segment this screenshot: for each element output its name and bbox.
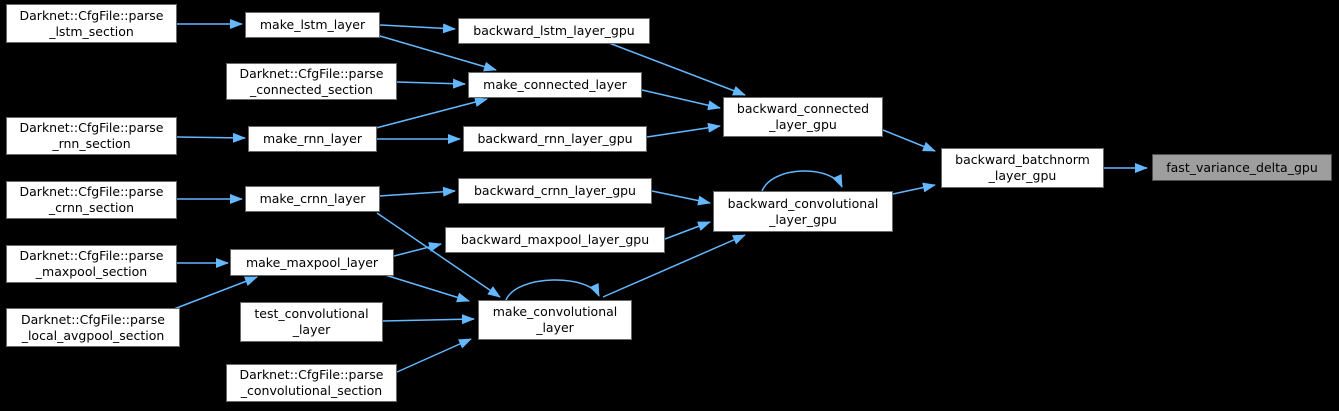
node-label-line: test_convolutional	[254, 306, 369, 321]
edge-backward-convolutional-layer-gpu--backward-batchnorm-layer-gpu	[892, 182, 936, 195]
node-label-line: backward_maxpool_layer_gpu	[460, 232, 650, 247]
node-label-line: Darknet::CfgFile::parse	[19, 248, 164, 263]
node-label-line: make_rnn_layer	[263, 131, 362, 146]
edge-parse-convolutional-section--make-convolutional-layer	[396, 338, 472, 373]
node-backward-lstm-layer-gpu[interactable]: backward_lstm_layer_gpu	[458, 18, 650, 44]
node-make-connected-layer[interactable]: make_connected_layer	[468, 72, 642, 98]
node-make-rnn-layer[interactable]: make_rnn_layer	[248, 126, 377, 152]
node-make-lstm-layer[interactable]: make_lstm_layer	[245, 12, 380, 38]
node-label-line: make_lstm_layer	[259, 17, 366, 32]
node-label-line: Darknet::CfgFile::parse	[19, 7, 164, 23]
node-label-line: Darknet::CfgFile::parse	[19, 184, 164, 199]
edge-parse-local-avgpool-section--make-maxpool-layer	[173, 276, 258, 310]
node-label-line: _connected_section	[250, 81, 373, 97]
edge-parse-connected-section--make-connected-layer	[396, 78, 466, 89]
node-label-line: _layer	[536, 320, 574, 335]
node-label-line: _lstm_section	[49, 23, 134, 39]
node-make-crnn-layer[interactable]: make_crnn_layer	[245, 186, 380, 212]
node-label-line: backward_lstm_layer_gpu	[473, 23, 635, 38]
edge-make-rnn-layer--make-connected-layer	[375, 97, 488, 129]
node-parse-crnn-section[interactable]: Darknet::CfgFile::parse_crnn_section	[6, 181, 177, 219]
node-label-line: fast_variance_delta_gpu	[1166, 159, 1318, 175]
edge-backward-maxpool-layer-gpu--backward-convolutional-layer-gpu	[664, 221, 711, 240]
node-make-convolutional-layer[interactable]: make_convolutional_layer	[478, 300, 632, 340]
node-label-line: make_connected_layer	[483, 77, 627, 92]
edge-backward-convolutional-layer-gpu--backward-convolutional-layer-gpu	[761, 170, 843, 192]
node-test-convolutional-layer[interactable]: test_convolutional_layer	[240, 302, 383, 342]
edge-backward-rnn-layer-gpu--backward-connected-layer-gpu	[646, 122, 721, 138]
node-label-line: _local_avgpool_section	[21, 327, 165, 343]
edge-make-connected-layer--backward-connected-layer-gpu	[641, 89, 721, 111]
node-backward-crnn-layer-gpu[interactable]: backward_crnn_layer_gpu	[458, 178, 652, 204]
edge-make-crnn-layer--make-convolutional-layer	[376, 212, 501, 298]
node-parse-local-avgpool-section[interactable]: Darknet::CfgFile::parse_local_avgpool_se…	[6, 308, 180, 347]
node-make-maxpool-layer[interactable]: make_maxpool_layer	[230, 249, 394, 276]
node-label-line: make_maxpool_layer	[245, 254, 379, 270]
node-label-line: _layer_gpu	[769, 211, 837, 227]
node-backward-maxpool-layer-gpu[interactable]: backward_maxpool_layer_gpu	[445, 227, 665, 253]
node-label-line: _rnn_section	[52, 136, 131, 151]
node-label-line: _layer_gpu	[988, 168, 1057, 183]
node-label-line: _convolutional_section	[240, 383, 383, 398]
node-label-line: Darknet::CfgFile::parse	[239, 367, 384, 382]
edge-backward-lstm-layer-gpu--backward-connected-layer-gpu	[608, 42, 746, 96]
edge-make-lstm-layer--make-connected-layer	[379, 35, 497, 72]
edge-test-convolutional-layer--make-convolutional-layer	[382, 314, 475, 325]
node-label-line: backward_batchnorm	[955, 152, 1090, 167]
edge-parse-rnn-section--make-rnn-layer	[176, 132, 246, 143]
node-label-line: _layer_gpu	[769, 117, 837, 132]
node-label-line: backward_crnn_layer_gpu	[474, 183, 636, 198]
node-label-line: make_convolutional	[492, 304, 618, 319]
node-label-line: Darknet::CfgFile::parse	[21, 311, 165, 327]
node-fast-variance-delta-gpu[interactable]: fast_variance_delta_gpu	[1152, 154, 1332, 181]
node-backward-rnn-layer-gpu[interactable]: backward_rnn_layer_gpu	[463, 126, 647, 152]
edge-make-convolutional-layer--make-convolutional-layer	[505, 279, 600, 301]
node-label-line: _maxpool_section	[35, 264, 148, 279]
node-label-line: backward_connected	[736, 101, 870, 116]
node-parse-maxpool-section[interactable]: Darknet::CfgFile::parse_maxpool_section	[6, 245, 177, 283]
edge-make-crnn-layer--backward-crnn-layer-gpu	[379, 186, 456, 197]
node-label-line: _layer	[292, 322, 331, 337]
edge-make-convolutional-layer--backward-convolutional-layer-gpu	[602, 234, 746, 298]
edge-backward-connected-layer-gpu--backward-batchnorm-layer-gpu	[882, 129, 936, 152]
node-parse-rnn-section[interactable]: Darknet::CfgFile::parse_rnn_section	[6, 117, 177, 155]
edge-make-maxpool-layer--backward-maxpool-layer-gpu	[393, 242, 442, 257]
edge-backward-crnn-layer-gpu--backward-convolutional-layer-gpu	[651, 190, 711, 206]
node-backward-convolutional-layer-gpu[interactable]: backward_convolutional_layer_gpu	[713, 191, 893, 232]
node-parse-convolutional-section[interactable]: Darknet::CfgFile::parse_convolutional_se…	[226, 364, 397, 402]
node-label-line: backward_convolutional	[727, 195, 879, 211]
node-backward-connected-layer-gpu[interactable]: backward_connected_layer_gpu	[723, 97, 883, 137]
node-label-line: backward_rnn_layer_gpu	[477, 131, 633, 146]
node-label-line: _crnn_section	[48, 200, 135, 215]
edge-make-maxpool-layer--make-convolutional-layer	[381, 273, 470, 303]
node-label-line: make_crnn_layer	[259, 191, 366, 206]
node-label-line: Darknet::CfgFile::parse	[19, 120, 164, 135]
edge-make-lstm-layer--backward-lstm-layer-gpu	[379, 23, 456, 34]
node-label-line: Darknet::CfgFile::parse	[239, 65, 384, 81]
node-backward-batchnorm-layer-gpu[interactable]: backward_batchnorm_layer_gpu	[941, 148, 1104, 188]
node-parse-lstm-section[interactable]: Darknet::CfgFile::parse_lstm_section	[6, 4, 177, 43]
node-parse-connected-section[interactable]: Darknet::CfgFile::parse_connected_sectio…	[226, 63, 397, 100]
